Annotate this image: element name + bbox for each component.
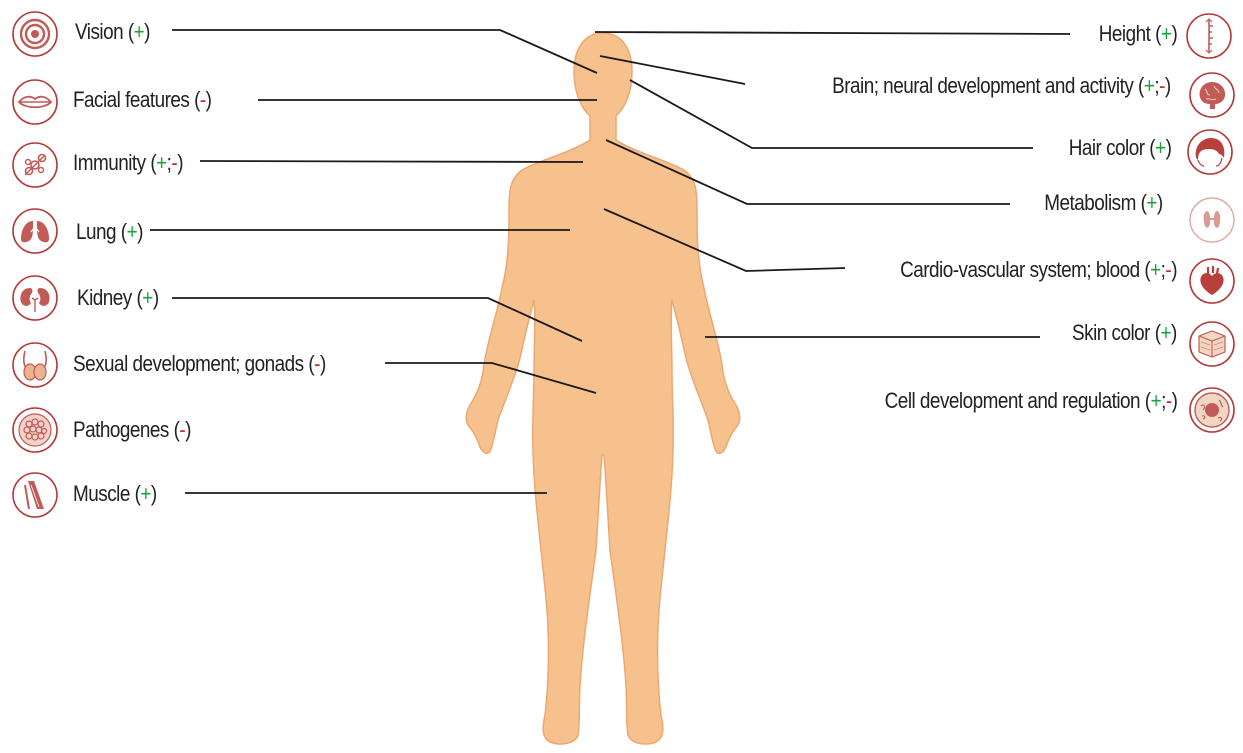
label-vision-text: Vision bbox=[75, 19, 123, 44]
label-cardio-vascular: Cardio-vascular system; blood (+;-) bbox=[900, 257, 1177, 283]
label-skin-color: Skin color (+) bbox=[1072, 320, 1177, 346]
label-brain: Brain; neural development and activity (… bbox=[832, 73, 1171, 99]
label-brain-text: Brain; neural development and activity bbox=[832, 73, 1133, 98]
kidneys-icon bbox=[11, 274, 59, 322]
sign-minus: - bbox=[1165, 388, 1171, 413]
label-cell-development: Cell development and regulation (+;-) bbox=[884, 388, 1177, 414]
label-vision: Vision (+) bbox=[75, 19, 150, 45]
skin-layers-icon bbox=[1188, 320, 1236, 368]
sign-plus: + bbox=[134, 19, 145, 44]
label-immunity-text: Immunity bbox=[73, 150, 146, 175]
label-facial-features: Facial features (-) bbox=[73, 87, 211, 113]
label-metabolism: Metabolism (+) bbox=[1045, 190, 1163, 216]
label-sexual-development: Sexual development; gonads (-) bbox=[73, 351, 326, 377]
label-cardio-vascular-text: Cardio-vascular system; blood bbox=[900, 257, 1140, 282]
sign-plus: + bbox=[140, 481, 151, 506]
lungs-icon bbox=[11, 207, 59, 255]
lips-icon bbox=[11, 78, 59, 126]
sign-minus: - bbox=[179, 417, 185, 442]
height-ruler-icon bbox=[1185, 12, 1233, 60]
sign-minus: - bbox=[314, 351, 320, 376]
sign-plus: + bbox=[1144, 73, 1155, 98]
sign-plus: + bbox=[127, 219, 138, 244]
sign-minus: - bbox=[1165, 257, 1171, 282]
label-lung-text: Lung bbox=[76, 219, 116, 244]
sign-minus: - bbox=[1159, 73, 1165, 98]
sign-plus: + bbox=[142, 285, 153, 310]
label-height: Height (+) bbox=[1099, 21, 1177, 47]
connector-line-height bbox=[595, 32, 1070, 34]
label-immunity: Immunity (+;-) bbox=[73, 150, 183, 176]
pathogen-icon bbox=[11, 406, 59, 454]
label-pathogenes: Pathogenes (-) bbox=[73, 417, 191, 443]
label-lung: Lung (+) bbox=[76, 219, 143, 245]
sign-plus: + bbox=[1150, 388, 1161, 413]
sign-minus: - bbox=[200, 87, 206, 112]
label-kidney: Kidney (+) bbox=[77, 285, 159, 311]
muscle-icon bbox=[11, 471, 59, 519]
immune-cells-icon bbox=[11, 141, 59, 189]
sign-plus: + bbox=[156, 150, 167, 175]
sign-plus: + bbox=[1147, 190, 1158, 215]
label-metabolism-text: Metabolism bbox=[1045, 190, 1137, 215]
heart-icon bbox=[1188, 257, 1236, 305]
label-cell-development-text: Cell development and regulation bbox=[884, 388, 1139, 413]
connector-line-immunity bbox=[200, 161, 583, 162]
sign-minus: - bbox=[171, 150, 177, 175]
sign-plus: + bbox=[1155, 135, 1166, 160]
label-hair-color-text: Hair color bbox=[1068, 135, 1144, 160]
hair-icon bbox=[1186, 128, 1234, 176]
label-hair-color: Hair color (+) bbox=[1068, 135, 1171, 161]
sign-plus: + bbox=[1161, 320, 1172, 345]
cell-icon bbox=[1188, 386, 1236, 434]
human-body-silhouette bbox=[466, 33, 739, 744]
label-muscle-text: Muscle bbox=[73, 481, 130, 506]
label-skin-color-text: Skin color bbox=[1072, 320, 1150, 345]
label-facial-features-text: Facial features bbox=[73, 87, 189, 112]
gonads-icon bbox=[11, 341, 59, 389]
label-sexual-development-text: Sexual development; gonads bbox=[73, 351, 304, 376]
label-pathogenes-text: Pathogenes bbox=[73, 417, 169, 442]
label-kidney-text: Kidney bbox=[77, 285, 132, 310]
thyroid-icon bbox=[1188, 196, 1236, 244]
eye-target-icon bbox=[11, 10, 59, 58]
connector-line-vision bbox=[172, 30, 597, 73]
label-height-text: Height bbox=[1099, 21, 1151, 46]
brain-icon bbox=[1188, 71, 1236, 119]
sign-plus: + bbox=[1161, 21, 1172, 46]
sign-plus: + bbox=[1150, 257, 1161, 282]
label-muscle: Muscle (+) bbox=[73, 481, 157, 507]
